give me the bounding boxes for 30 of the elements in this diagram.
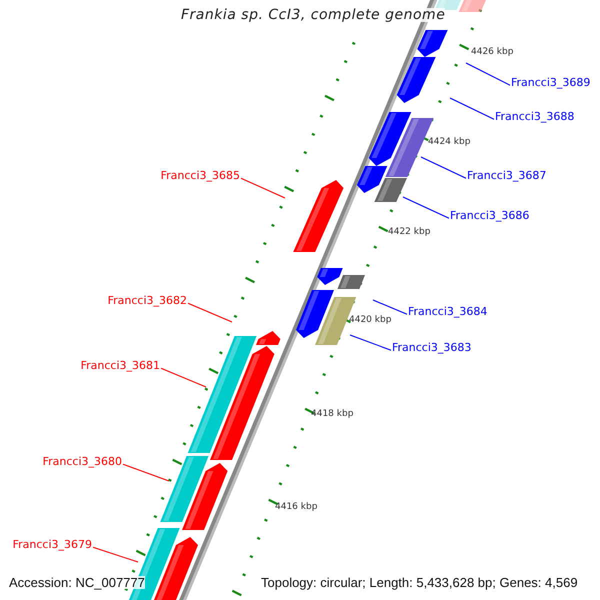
gene-label: Francci3_3679 xyxy=(12,539,92,550)
leader-line xyxy=(420,156,466,179)
gene-label: Francci3_3686 xyxy=(450,210,530,221)
scale-label: 4420 kbp xyxy=(349,316,392,325)
leader-line xyxy=(450,98,494,120)
gene-label: Francci3_3685 xyxy=(160,170,240,181)
info-text: Topology: circular; Length: 5,433,628 bp; Genes: 4,569 xyxy=(261,576,578,589)
leader-line xyxy=(466,62,510,86)
leader-line xyxy=(350,334,392,351)
gene-label: Francci3_3681 xyxy=(80,360,160,371)
gene-label: Francci3_3689 xyxy=(511,77,590,88)
gene-label: Francci3_3683 xyxy=(392,342,472,353)
scale-label: 4422 kbp xyxy=(388,228,430,237)
scale-label: 4418 kbp xyxy=(311,410,354,419)
leader-line xyxy=(240,178,286,198)
leader-line xyxy=(92,546,138,562)
leader-line xyxy=(122,464,170,482)
gene-label: Francci3_3684 xyxy=(408,306,488,317)
gene-label: Francci3_3688 xyxy=(495,111,574,122)
leader-line xyxy=(372,300,408,315)
leader-line xyxy=(402,196,450,219)
info-text: Accession: NC_007777 xyxy=(9,576,145,589)
gene-label: Francci3_3680 xyxy=(42,456,122,467)
gene-label: Francci3_3682 xyxy=(108,295,187,306)
scale-label: 4426 kbp xyxy=(471,48,514,57)
scale-label: 4416 kbp xyxy=(275,503,318,512)
scale-label: 4424 kbp xyxy=(428,138,470,147)
gene-label: Francci3_3687 xyxy=(467,170,546,181)
leader-line xyxy=(160,368,206,388)
leader-line xyxy=(188,302,232,322)
